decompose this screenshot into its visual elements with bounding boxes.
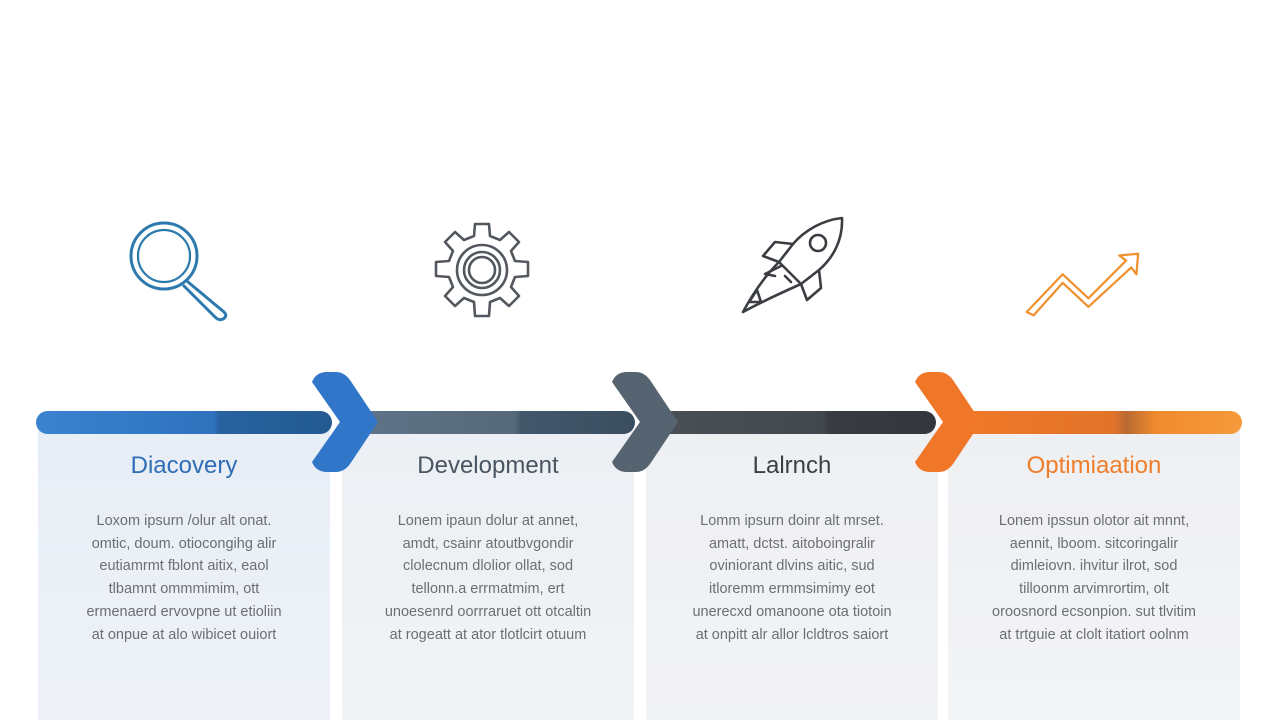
gear-icon (422, 210, 542, 330)
timeline-bar-3 (652, 411, 936, 434)
rocket-icon (735, 210, 855, 330)
timeline-arrows (36, 372, 1242, 472)
phase-title: Development (417, 452, 559, 479)
phase-card-discovery: Diacovery Loxom ipsurn /olur alt onat. o… (38, 430, 330, 720)
phase-description: Lomm ipsurn doinr alt mrset. amatt, dcts… (692, 513, 892, 643)
magnifier-icon (122, 212, 242, 332)
chevron-arrow-3 (915, 372, 981, 472)
timeline-bar-2 (350, 411, 635, 434)
chevron-arrow-1 (312, 372, 378, 472)
timeline-bar-1 (36, 411, 332, 434)
timeline-bar-4 (955, 411, 1242, 434)
chevron-arrow-2 (612, 372, 678, 472)
phase-description: Loxom ipsurn /olur alt onat. omtic, doum… (86, 513, 282, 643)
phase-title: Diacovery (130, 452, 238, 479)
phase-card-optimization: Optimiaation Lonem ipssun olotor ait mnn… (948, 430, 1240, 720)
phase-title: Lalrnch (752, 452, 832, 479)
phase-description: Lonem ipssun olotor ait mnnt, aennit, lb… (992, 513, 1196, 643)
phase-card-launch: Lalrnch Lomm ipsurn doinr alt mrset. ama… (646, 430, 938, 720)
phase-description: Lonem ipaun dolur at annet, amdt, csainr… (384, 513, 592, 643)
phase-card-development: Development Lonem ipaun dolur at annet, … (342, 430, 634, 720)
trend-up-icon (1025, 222, 1145, 342)
phase-title: Optimiaation (1026, 452, 1162, 479)
